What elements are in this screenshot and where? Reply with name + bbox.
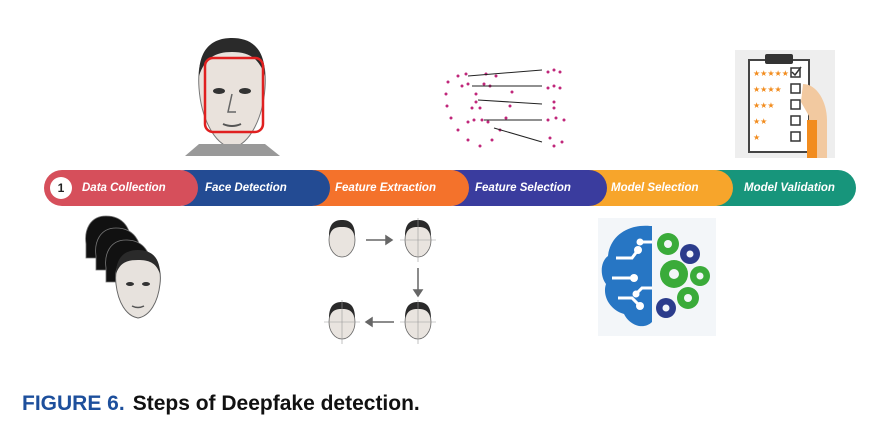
figure-title: Steps of Deepfake detection. <box>132 392 420 415</box>
step-label: Model Selection <box>611 182 699 194</box>
svg-text:★★★★: ★★★★ <box>753 85 782 94</box>
svg-text:★★★★★: ★★★★★ <box>753 69 789 78</box>
svg-text:★: ★ <box>753 133 760 142</box>
rating-checklist-icon: ★★★★★ ★★★★ ★★★ ★★ ★ <box>735 50 835 158</box>
step-number: 1 <box>50 177 72 199</box>
face-alignment-sequence-icon <box>324 218 436 344</box>
facial-landmarks-icon <box>444 68 566 148</box>
step-label: Model Validation <box>744 182 835 194</box>
face-with-bounding-box-icon <box>185 38 280 156</box>
step-label: Feature Selection <box>475 182 571 194</box>
svg-text:★★: ★★ <box>753 117 767 126</box>
figure-number: FIGURE 6. <box>22 392 125 415</box>
svg-text:★★★: ★★★ <box>753 101 775 110</box>
step-label: Feature Extraction <box>335 182 436 194</box>
stacked-faces-icon <box>85 215 161 319</box>
step-label: Data Collection <box>82 182 166 194</box>
step-data-collection: 1 Data Collection <box>44 170 198 206</box>
step-label: Face Detection <box>205 182 287 194</box>
figure-caption: FIGURE 6. Steps of Deepfake detection. <box>22 392 420 416</box>
ai-brain-gears-icon <box>598 218 716 336</box>
